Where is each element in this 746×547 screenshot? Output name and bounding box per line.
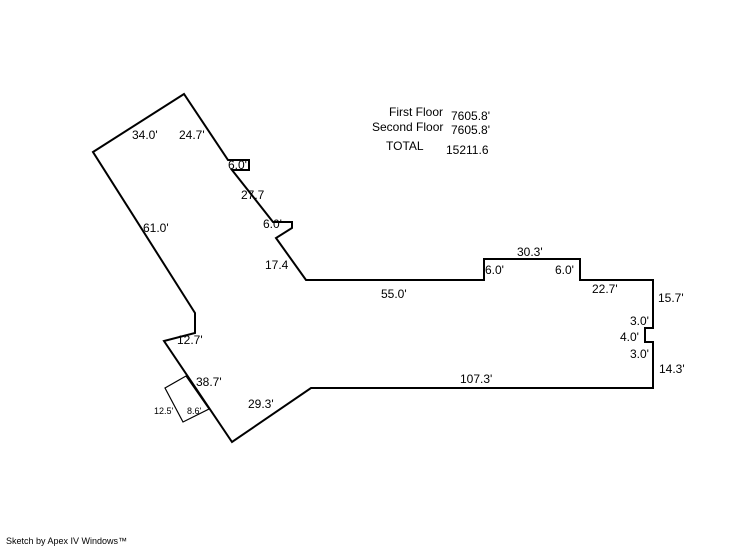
dim-label: 15.7': [658, 291, 684, 305]
dim-label: 4.0': [620, 330, 639, 344]
dim-label: 6.0': [485, 263, 504, 277]
dim-label: 14.3': [659, 362, 685, 376]
dim-label: 8.6': [187, 406, 202, 416]
dim-label: 6.0': [263, 217, 282, 231]
dim-label: 24.7': [179, 128, 205, 142]
dim-label: 3.0': [630, 314, 649, 328]
building-outline: [91, 92, 654, 444]
dim-label: 61.0': [143, 221, 169, 235]
dim-label: 12.7': [177, 333, 203, 347]
total-value: 15211.6: [446, 143, 489, 157]
second-floor-label: Second Floor: [372, 120, 443, 134]
small-addition-outline: [164, 375, 210, 423]
first-floor-label: First Floor: [389, 105, 443, 119]
dim-label: 6.0': [228, 158, 247, 172]
dim-label: 38.7': [196, 375, 222, 389]
dim-label: 6.0': [555, 263, 574, 277]
second-floor-value: 7605.8': [451, 123, 490, 137]
dim-label: 27.7: [241, 188, 265, 202]
dim-label: 55.0': [381, 287, 407, 301]
dim-label: 22.7': [592, 282, 618, 296]
dim-label: 3.0': [630, 347, 649, 361]
software-credit: Sketch by Apex IV Windows™: [6, 536, 127, 546]
dim-label: 12.5': [154, 406, 174, 416]
dim-label: 30.3': [517, 245, 543, 259]
dim-label: 29.3': [248, 397, 274, 411]
dim-label: 17.4: [265, 258, 289, 272]
first-floor-value: 7605.8': [451, 109, 490, 123]
dim-label: 107.3': [460, 372, 492, 386]
dim-label: 34.0': [132, 128, 158, 142]
total-label: TOTAL: [386, 139, 424, 153]
